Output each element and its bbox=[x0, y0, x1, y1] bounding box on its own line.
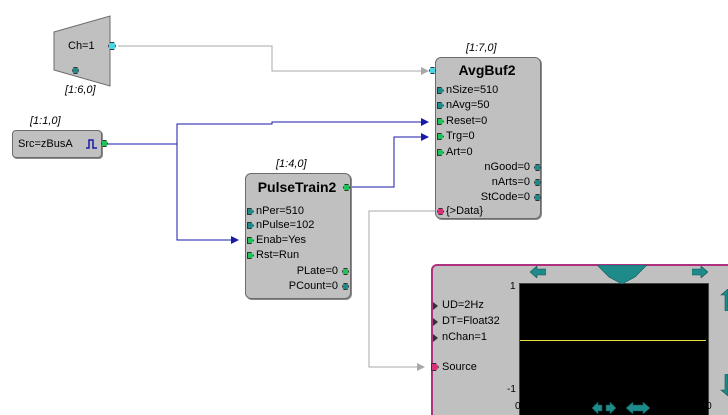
avgbuf-title: AvgBuf2 bbox=[458, 62, 516, 78]
pulsetrain-output-port-main[interactable] bbox=[343, 184, 350, 191]
pulsetrain-title: PulseTrain2 bbox=[257, 179, 337, 195]
avgbuf-output-ngood: nGood=0 bbox=[484, 161, 530, 173]
scope-source-label: Source bbox=[442, 361, 477, 373]
up-arrow-icon[interactable] bbox=[597, 265, 647, 284]
scope-input-port-ud[interactable] bbox=[433, 302, 438, 310]
channel-output-port[interactable] bbox=[108, 42, 116, 50]
avgbuf-output-stcode: StCode=0 bbox=[480, 191, 530, 203]
avgbuf-input-port-ch[interactable] bbox=[429, 67, 436, 74]
right-arrow-icon[interactable] bbox=[692, 266, 708, 278]
left-right-arrow-icon[interactable] bbox=[626, 402, 650, 414]
avgbuf-block[interactable] bbox=[435, 57, 541, 219]
pulsetrain-input-port-npulse[interactable] bbox=[247, 222, 254, 229]
source-output-port[interactable] bbox=[101, 140, 108, 147]
up-down-arrow-icon[interactable] bbox=[717, 374, 728, 396]
channel-input-port[interactable] bbox=[72, 67, 79, 74]
avgbuf-output-port-data[interactable] bbox=[437, 208, 444, 215]
pulsetrain-input-port-rst[interactable] bbox=[247, 252, 254, 259]
pulsetrain-output-port-plate[interactable] bbox=[342, 268, 349, 275]
pulsetrain-coord: [1:4,0] bbox=[276, 158, 307, 170]
scope-y-max: 1 bbox=[510, 281, 516, 292]
pulsetrain-output-port-pcount[interactable] bbox=[342, 283, 349, 290]
pulsetrain-input-port-enab[interactable] bbox=[247, 237, 254, 244]
pulsetrain-output-pcount: PCount=0 bbox=[288, 280, 338, 292]
avgbuf-input-port-navg[interactable] bbox=[437, 102, 444, 109]
source-label: Src=zBusA bbox=[18, 138, 73, 150]
scope-param-nchan: nChan=1 bbox=[442, 331, 487, 343]
avgbuf-output-port-ngood[interactable] bbox=[534, 164, 541, 171]
pulsetrain-output-plate: PLate=0 bbox=[296, 265, 338, 277]
avgbuf-input-navg: nAvg=50 bbox=[446, 99, 490, 111]
pulsetrain-input-npulse: nPulse=102 bbox=[256, 219, 315, 231]
source-block[interactable] bbox=[12, 130, 102, 158]
scope-x-max: 100 bbox=[695, 401, 712, 412]
wire-pulsetrain-to-trg bbox=[350, 133, 429, 188]
channel-block[interactable] bbox=[52, 14, 118, 88]
avgbuf-output-port-narts[interactable] bbox=[534, 179, 541, 186]
pulsetrain-input-nper: nPer=510 bbox=[256, 205, 305, 217]
scope-input-port-nchan[interactable] bbox=[433, 334, 438, 342]
scope-x-min: 0 bbox=[515, 401, 521, 412]
avgbuf-input-reset: Reset=0 bbox=[446, 115, 488, 127]
wire-data-to-scope bbox=[368, 210, 436, 371]
avgbuf-input-port-reset[interactable] bbox=[437, 118, 444, 125]
left-arrow-icon[interactable] bbox=[530, 266, 546, 278]
avgbuf-output-data: {>Data} bbox=[446, 205, 484, 217]
scope-y-min: -1 bbox=[507, 384, 516, 395]
avgbuf-input-port-trg[interactable] bbox=[437, 133, 444, 140]
scope-input-port-dt[interactable] bbox=[433, 318, 438, 326]
pulsetrain-input-port-nper[interactable] bbox=[247, 208, 254, 215]
up-down-arrow-icon[interactable] bbox=[717, 289, 728, 311]
wire-source-to-enab bbox=[176, 144, 239, 244]
scope-input-port-source[interactable] bbox=[431, 363, 439, 371]
pulsetrain-block[interactable] bbox=[245, 173, 351, 299]
avgbuf-input-nsize: nSize=510 bbox=[446, 84, 499, 96]
wire-source-to-reset bbox=[106, 118, 429, 145]
avgbuf-coord: [1:7,0] bbox=[466, 42, 497, 54]
channel-coord: [1:6,0] bbox=[65, 84, 96, 96]
pulse-icon bbox=[86, 139, 97, 149]
avgbuf-output-narts: nArts=0 bbox=[491, 176, 530, 188]
scope-param-ud: UD=2Hz bbox=[442, 299, 484, 311]
pulsetrain-input-rst: Rst=Run bbox=[256, 249, 300, 261]
scope-display bbox=[519, 283, 709, 415]
wire-channel-to-avgbuf bbox=[118, 45, 429, 75]
pulsetrain-input-enab: Enab=Yes bbox=[256, 234, 307, 246]
channel-label: Ch=1 bbox=[68, 40, 95, 52]
scope-param-dt: DT=Float32 bbox=[442, 315, 500, 327]
left-right-arrow-icon[interactable] bbox=[592, 402, 616, 414]
scope-trace bbox=[520, 340, 706, 341]
avgbuf-output-port-stcode[interactable] bbox=[534, 194, 541, 201]
avgbuf-input-port-art[interactable] bbox=[437, 149, 444, 156]
source-coord: [1:1,0] bbox=[30, 115, 61, 127]
avgbuf-input-port-nsize[interactable] bbox=[437, 87, 444, 94]
avgbuf-input-art: Art=0 bbox=[446, 146, 473, 158]
avgbuf-input-trg: Trg=0 bbox=[446, 130, 475, 142]
